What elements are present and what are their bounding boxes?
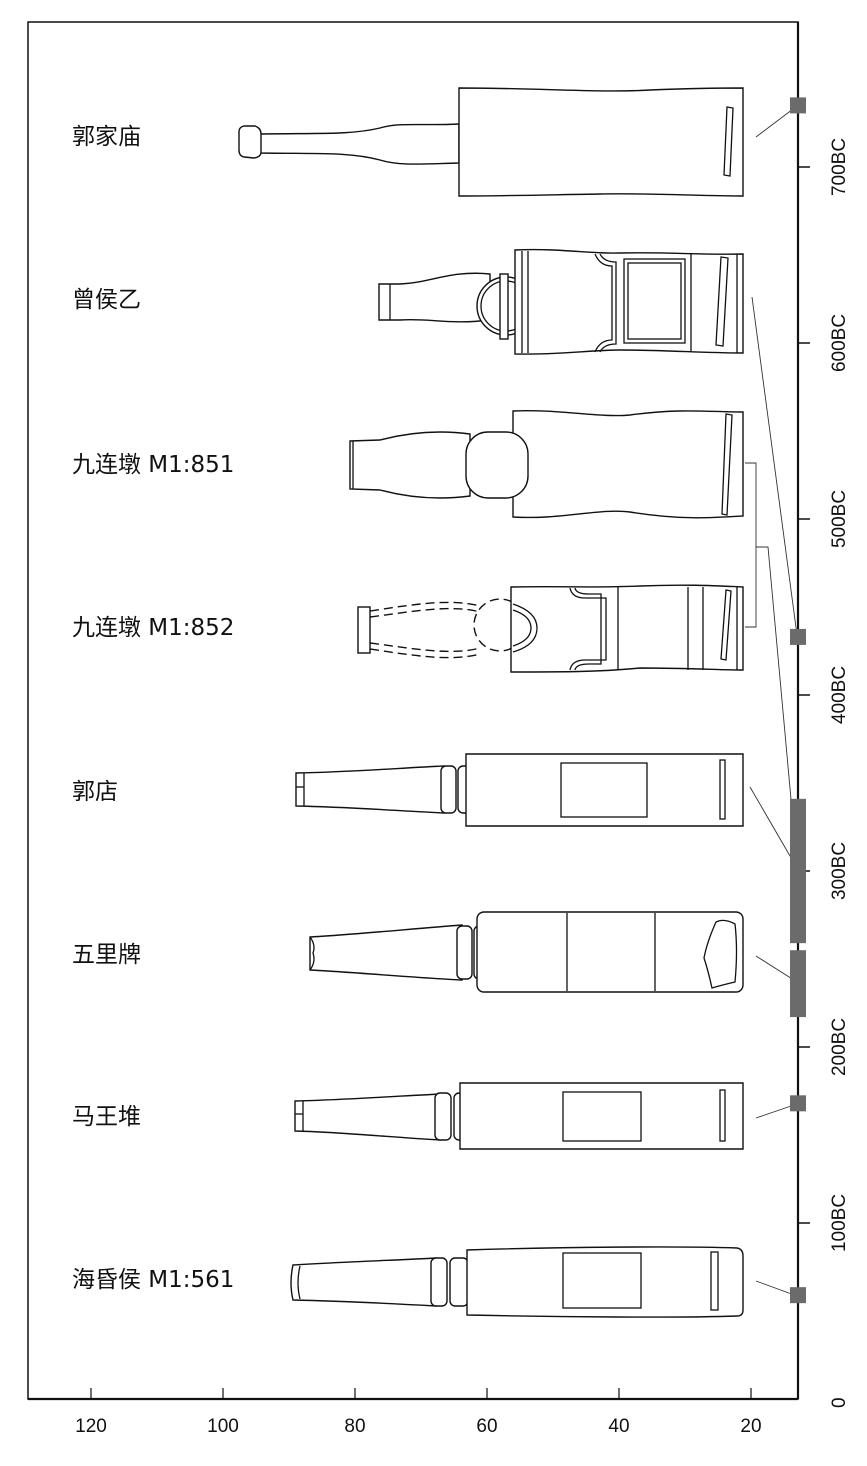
date-marker: [790, 1095, 806, 1112]
time-tick-label: 400BC: [829, 666, 850, 724]
x-tick-label: 40: [608, 1416, 629, 1437]
label-jiuliandun-852: 九连墩 M1:852: [72, 615, 234, 641]
time-tick-label: 500BC: [829, 490, 850, 548]
instrument-guodian: [295, 753, 744, 827]
instrument-wulipai: [309, 911, 744, 993]
frame: [27, 21, 799, 1400]
label-wulipai: 五里牌: [72, 942, 141, 968]
instrument-zenghouyi: [378, 248, 744, 355]
x-tick-label: 60: [476, 1416, 497, 1437]
x-tick-label: 120: [75, 1416, 107, 1437]
date-marker: [790, 798, 806, 944]
time-tick-label: 700BC: [829, 138, 850, 196]
label-guojiamiao: 郭家庙: [72, 124, 141, 150]
time-tick-label: 600BC: [829, 314, 850, 372]
label-jiuliandun-851: 九连墩 M1:851: [72, 452, 234, 478]
label-zenghouyi: 曾侯乙: [72, 287, 141, 313]
date-marker: [790, 97, 806, 114]
label-haihunhou: 海昏侯 M1:561: [72, 1267, 234, 1293]
date-marker: [790, 628, 806, 645]
instrument-labels: 郭家庙 曾侯乙 九连墩 M1:851 九连墩 M1:852 郭店 五里牌 马王堆…: [72, 124, 234, 1293]
label-guodian: 郭店: [72, 779, 118, 805]
timeline-markers: [790, 97, 806, 1304]
time-tick-label: 300BC: [829, 842, 850, 900]
date-marker: [790, 950, 806, 1018]
date-marker: [790, 1287, 806, 1304]
x-axis-ticks: 120 100 80 60 40 20: [75, 1388, 762, 1437]
x-tick-label: 100: [207, 1416, 239, 1437]
time-axis-ticks: 0 100BC 200BC 300BC 400BC 500BC 600BC 700BC: [798, 138, 850, 1408]
connector-lines: [745, 105, 798, 1297]
time-tick-label: 200BC: [829, 1018, 850, 1076]
instrument-jiuliandun-851: [349, 410, 744, 519]
time-tick-label: 100BC: [829, 1194, 850, 1252]
x-tick-label: 20: [740, 1416, 761, 1437]
instrument-guojiamiao: [238, 87, 744, 197]
label-mawangdui: 马王堆: [72, 1104, 141, 1130]
instrument-haihunhou: [290, 1246, 744, 1318]
instrument-mawangdui: [294, 1082, 744, 1150]
x-tick-label: 80: [344, 1416, 365, 1437]
time-tick-label: 0: [829, 1397, 850, 1408]
instrument-jiuliandun-852: [357, 584, 744, 673]
